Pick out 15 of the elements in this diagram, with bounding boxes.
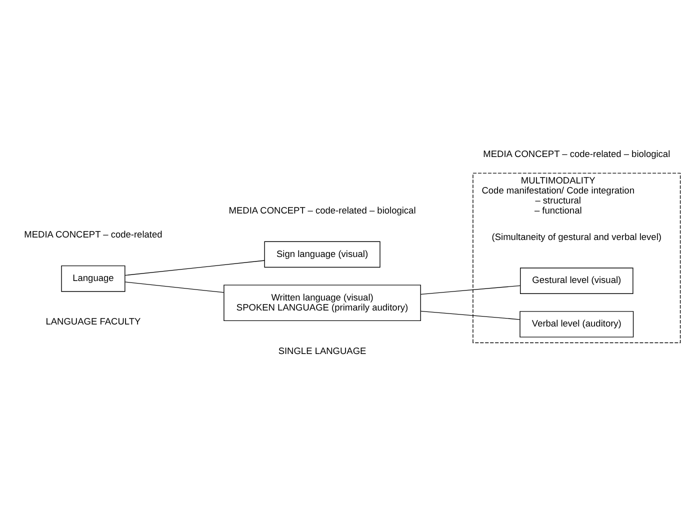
node-box: Written language (visual) SPOKEN LANGUAGE (primarily auditory) (224, 284, 421, 322)
connector (420, 285, 521, 295)
label: MEDIA CONCEPT – code-related – biological (483, 149, 670, 160)
connector (420, 310, 520, 320)
label: MEDIA CONCEPT – code-related – biological (228, 205, 416, 216)
node-box: Gestural level (visual) (520, 268, 634, 294)
node-box: Verbal level (auditory) (520, 311, 634, 338)
label: (Simultaneity of gestural and verbal level) (492, 232, 662, 242)
label: SINGLE LANGUAGE (278, 346, 366, 356)
label: MEDIA CONCEPT – code-related (24, 230, 162, 240)
connector (124, 260, 265, 276)
node-box: Language (61, 265, 126, 292)
label: LANGUAGE FACULTY (46, 316, 141, 327)
connector (124, 282, 224, 293)
node-box: Sign language (visual) (264, 241, 380, 268)
